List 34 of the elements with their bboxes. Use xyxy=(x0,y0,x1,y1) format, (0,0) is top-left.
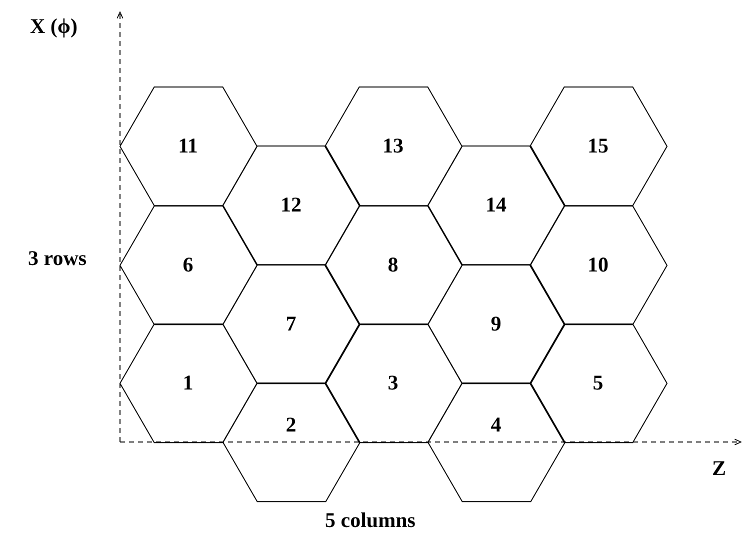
cell-number: 11 xyxy=(178,133,198,158)
hexagon-cell xyxy=(428,383,564,502)
hexagon-cell xyxy=(530,86,666,206)
cell-number: 1 xyxy=(182,370,194,396)
hexagon-cell xyxy=(428,146,564,265)
hexagon-cell xyxy=(222,383,360,502)
axis-label: 3 rows xyxy=(28,246,87,271)
cell-number: 12 xyxy=(280,192,302,218)
cell-number: 10 xyxy=(588,252,608,278)
cell-number: 8 xyxy=(388,252,398,278)
hexagon-cell xyxy=(324,206,462,324)
hexagon-cell xyxy=(324,324,462,442)
hexagon-cell xyxy=(428,265,564,384)
cell-number: 3 xyxy=(388,370,398,396)
cell-number: 15 xyxy=(588,133,608,158)
hexagon-cell xyxy=(530,206,666,324)
hexagon-cell xyxy=(120,324,256,442)
axis-label: Z xyxy=(712,456,726,481)
hexagon-cell xyxy=(222,146,360,265)
hexagon-cell xyxy=(120,206,256,324)
cell-number: 2 xyxy=(286,412,296,438)
axis-label: 5 columns xyxy=(325,508,416,533)
cell-number: 7 xyxy=(286,312,296,337)
axis-label: X (ϕ) xyxy=(30,14,78,39)
cell-number: 14 xyxy=(486,192,506,218)
hexagon-cell xyxy=(120,86,256,206)
cell-number: 9 xyxy=(490,312,502,337)
cell-number: 13 xyxy=(382,133,404,158)
hexagon-cell xyxy=(222,265,360,384)
hexagon-cell xyxy=(324,86,462,206)
cell-number: 4 xyxy=(490,412,502,438)
cell-number: 6 xyxy=(182,252,194,278)
hexagon-cell xyxy=(530,324,666,442)
cell-number: 5 xyxy=(592,370,604,396)
